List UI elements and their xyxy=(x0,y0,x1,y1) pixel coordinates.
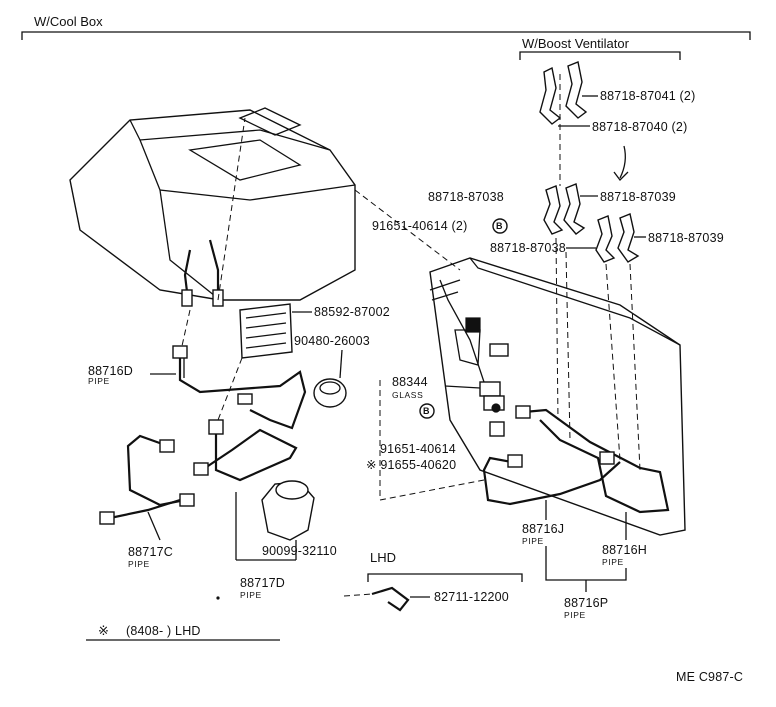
label-88716D: 88716D xyxy=(88,364,133,378)
pipe-88717D xyxy=(193,419,298,560)
sublabel-88344-glass: GLASS xyxy=(392,390,424,400)
label-91651-40614-a: 91651-40614 (2) xyxy=(372,219,468,233)
label-88717D: 88717D xyxy=(240,576,285,590)
label-88718-87040: 88718-87040 (2) xyxy=(592,120,688,134)
sublabel-88717C-pipe: PIPE xyxy=(128,559,150,569)
lhd-header: LHD xyxy=(370,550,397,565)
boost-ventilator-frame xyxy=(519,51,681,60)
cool-box-frame xyxy=(21,31,751,40)
label-88716J: 88716J xyxy=(522,522,565,536)
label-91655-40620: ※ 91655-40620 xyxy=(366,458,457,472)
label-88718-87038-b: 88718-87038 xyxy=(490,241,566,255)
cool-box-unit xyxy=(69,107,356,307)
label-88717C: 88717C xyxy=(128,545,173,559)
clips-88718-87038-87039 xyxy=(543,183,646,263)
label-88592-87002: 88592-87002 xyxy=(314,305,390,319)
grommet-90480-26003 xyxy=(313,349,347,408)
badge-b-upper xyxy=(492,218,508,234)
label-88718-87039-a: 88718-87039 xyxy=(600,190,676,204)
label-88718-87039-b: 88718-87039 xyxy=(648,231,724,245)
drain-valve-90099-32110 xyxy=(236,480,315,561)
badge-b-upper-letter: B xyxy=(496,221,504,231)
boost-ventilator-header: W/Boost Ventilator xyxy=(522,36,629,51)
pipe-88716H xyxy=(515,405,670,540)
sublabel-88717D-pipe: PIPE xyxy=(240,590,262,600)
footnote-text: (8408- ) LHD xyxy=(126,624,201,638)
label-88344: 88344 xyxy=(392,375,428,389)
badge-b-lower-letter: B xyxy=(423,406,431,416)
label-88716H: 88716H xyxy=(602,543,647,557)
sublabel-88716H-pipe: PIPE xyxy=(602,557,624,567)
filter-88592-87002 xyxy=(239,303,312,359)
sight-glass-88344 xyxy=(444,381,505,437)
sublabel-88716J-pipe: PIPE xyxy=(522,536,544,546)
clamp-82711-12200 xyxy=(343,586,430,612)
cool-box-header: W/Cool Box xyxy=(34,14,103,29)
diagram-code: ME C987-C xyxy=(676,670,744,684)
pipe-88716D xyxy=(150,345,307,430)
label-90099-32110: 90099-32110 xyxy=(262,544,337,558)
label-90480-26003: 90480-26003 xyxy=(294,334,370,348)
bracket-88716P xyxy=(545,546,627,592)
label-88718-87041: 88718-87041 (2) xyxy=(600,89,696,103)
badge-b-lower xyxy=(419,403,435,419)
label-91651-40614-b: 91651-40614 xyxy=(380,442,456,456)
assembly-lines xyxy=(181,74,641,501)
lhd-frame xyxy=(367,573,523,582)
label-88718-87038-a: 88718-87038 xyxy=(428,190,504,204)
sublabel-88716D-pipe: PIPE xyxy=(88,376,110,386)
label-88716P: 88716P xyxy=(564,596,609,610)
label-82711-12200: 82711-12200 xyxy=(434,590,509,604)
boost-ventilator-unit xyxy=(429,257,686,536)
pipe-88717C xyxy=(99,434,195,541)
footnote-underline xyxy=(86,596,280,641)
pipe-88716J xyxy=(482,454,621,520)
sublabel-88716P-pipe: PIPE xyxy=(564,610,586,620)
footnote-mark: ※ xyxy=(98,623,110,638)
